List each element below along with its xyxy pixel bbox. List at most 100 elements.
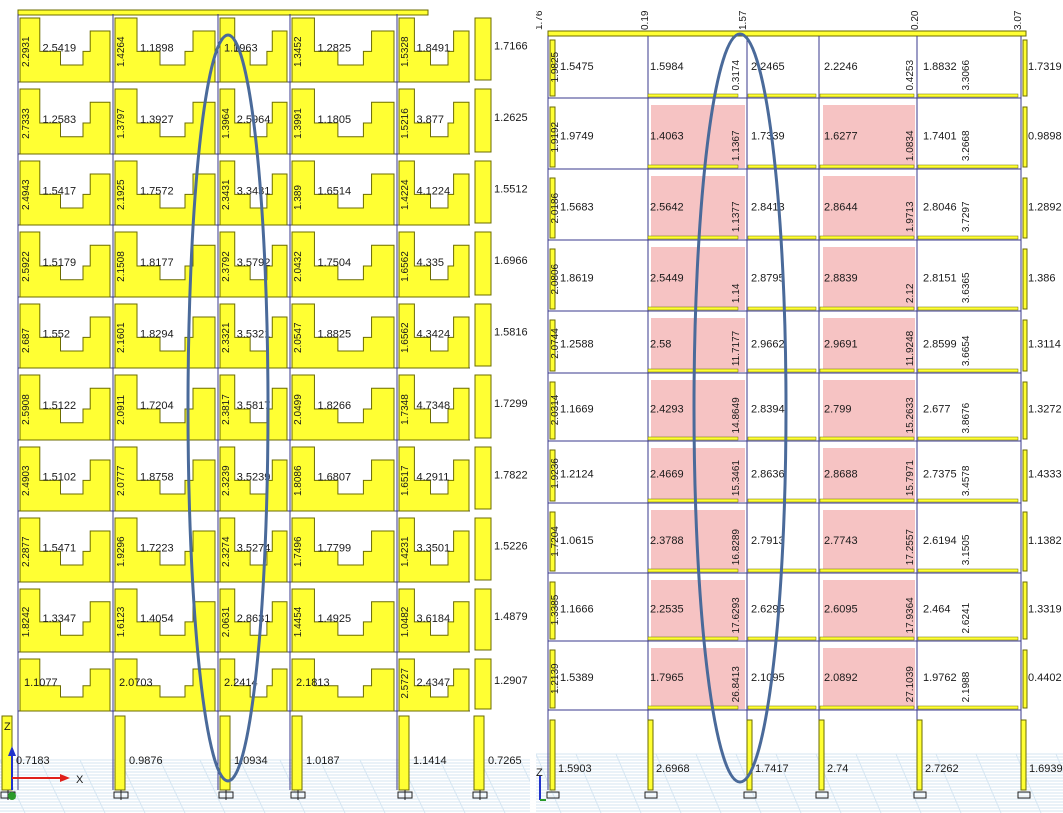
ground-column-value: 2.7262: [925, 763, 959, 775]
beam-moment-diagram: [647, 568, 739, 573]
beam-moment-value: 2.687: [21, 328, 32, 353]
ground-column-diagram: [916, 719, 923, 791]
beam-moment-value: 1.5328: [400, 36, 411, 67]
beam-moment-value: 1.9236: [550, 458, 561, 489]
beam-moment-diagram: [747, 498, 817, 503]
beam-moment-value: 1.5216: [400, 108, 411, 139]
top-label: 3.07: [1013, 10, 1024, 30]
support-icon: [644, 791, 658, 799]
beam-moment-diagram: [647, 306, 739, 311]
support-icon: [1017, 791, 1031, 799]
beam-moment-value: 2.1813: [296, 677, 330, 689]
beam-moment-value: 1.8758: [140, 471, 174, 483]
beam-moment-value: 3.5239: [237, 471, 271, 483]
right-column-value: 1.7319: [1028, 61, 1062, 73]
beam-moment-value: 2.8636: [751, 468, 785, 480]
wall-moment-value: 0.3174: [731, 60, 742, 91]
beam-moment-value: 2.0314: [550, 394, 561, 425]
top-label: 0.19: [640, 10, 651, 30]
beam-moment-value: 1.6517: [400, 465, 411, 496]
beam-moment-diagram: [819, 568, 915, 573]
ground-grid-line: [1015, 753, 1042, 813]
column-moment-diagram: [1022, 319, 1028, 372]
beam-moment-value: 1.3452: [293, 36, 304, 67]
beam-moment-value: 1.6562: [400, 251, 411, 282]
wall-moment-value: 17.2557: [905, 529, 916, 566]
ground-grid-line: [975, 753, 1002, 813]
beam-moment-value: 2.0892: [824, 672, 858, 684]
beam-moment-diagram: [747, 306, 817, 311]
ground-grid-line: [655, 753, 682, 813]
beam-moment-value: 4.335: [417, 257, 445, 269]
beam-moment-diagram: [114, 658, 216, 712]
beam-moment-value: 1.6807: [318, 471, 352, 483]
beam-moment-value: 1.8177: [140, 257, 174, 269]
roof-beam-diagram: [547, 30, 1027, 37]
beam-moment-value: 1.5389: [560, 672, 594, 684]
beam-moment-diagram: [917, 636, 1019, 641]
ground-column-diagram: [647, 719, 654, 791]
shear-wall-panel: [823, 380, 915, 440]
ground-grid-line: [319, 759, 346, 813]
beam-moment-value: 1.1077: [24, 677, 58, 689]
right-column-value: 1.4333: [1028, 468, 1062, 480]
ground-column-value: 2.74: [827, 763, 848, 775]
beam-moment-diagram: [291, 303, 395, 369]
wall-moment-value: 1.1377: [731, 201, 742, 232]
z-axis-label: Z: [4, 721, 11, 733]
right-column-value: 1.3272: [1028, 404, 1062, 416]
ground-grid-line: [935, 753, 962, 813]
wall-moment-value: 11.9248: [905, 330, 916, 366]
beam-moment-diagram: [291, 374, 395, 441]
right-column-value: 1.3319: [1028, 604, 1062, 616]
beam-moment-value: 2.8046: [923, 201, 957, 213]
ground-column-value: 1.5903: [558, 763, 592, 775]
beam-moment-value: 2.3274: [221, 536, 232, 567]
beam-moment-value: 2.4943: [21, 179, 32, 210]
beam-moment-diagram: [819, 705, 915, 710]
right-column-value: 1.5226: [494, 540, 528, 552]
ground-column-diagram: [746, 719, 753, 791]
beam-moment-diagram: [549, 319, 556, 372]
beam-moment-diagram: [747, 705, 817, 710]
beam-moment-diagram: [917, 306, 1019, 311]
beam-moment-diagram: [219, 160, 288, 226]
beam-moment-value: 3.3431: [237, 185, 271, 197]
beam-moment-value: 1.7204: [550, 526, 561, 557]
shear-wall-panel: [823, 580, 915, 640]
beam-moment-value: 2.2246: [824, 61, 858, 73]
beam-moment-value: 1.7204: [140, 400, 174, 412]
shear-wall-panel: [823, 510, 915, 572]
right-column-value: 0.9898: [1028, 130, 1062, 142]
beam-moment-value: 2.0806: [550, 263, 561, 294]
support-icon: [743, 791, 757, 799]
beam-moment-value: 2.3239: [221, 465, 232, 496]
wall-moment-value: 11.7177: [731, 330, 742, 366]
right-column-value: 1.7822: [494, 469, 528, 481]
column-moment-diagram: [1022, 449, 1028, 502]
beam-moment-value: 2.5642: [650, 201, 684, 213]
x-axis-arrowhead: [60, 774, 70, 782]
beam-moment-value: 1.2588: [560, 338, 594, 350]
beam-moment-value: 2.8839: [824, 272, 858, 284]
beam-moment-value: 2.799: [824, 404, 852, 416]
beam-moment-value: 1.1963: [224, 42, 258, 54]
beam-moment-value: 2.5908: [21, 394, 32, 425]
wall-moment-value: 15.3461: [731, 460, 742, 497]
beam-moment-value: 1.1898: [140, 42, 174, 54]
ground-column-value: 0.7265: [488, 755, 522, 767]
beam-moment-diagram: [549, 39, 556, 97]
ground-grid-line: [199, 759, 226, 813]
beam-moment-diagram: [291, 446, 395, 512]
shear-wall-panel: [823, 247, 915, 310]
beam-moment-diagram: [819, 93, 915, 98]
ground-grid-line: [79, 759, 106, 813]
ground-grid-line: [855, 753, 882, 813]
beam-moment-diagram: [19, 658, 111, 712]
wall-moment-value: 27.1039: [905, 666, 916, 703]
right-column-value: 1.7166: [494, 40, 528, 52]
beam-moment-value: 1.2124: [560, 468, 594, 480]
shear-wall-panel: [823, 318, 915, 372]
